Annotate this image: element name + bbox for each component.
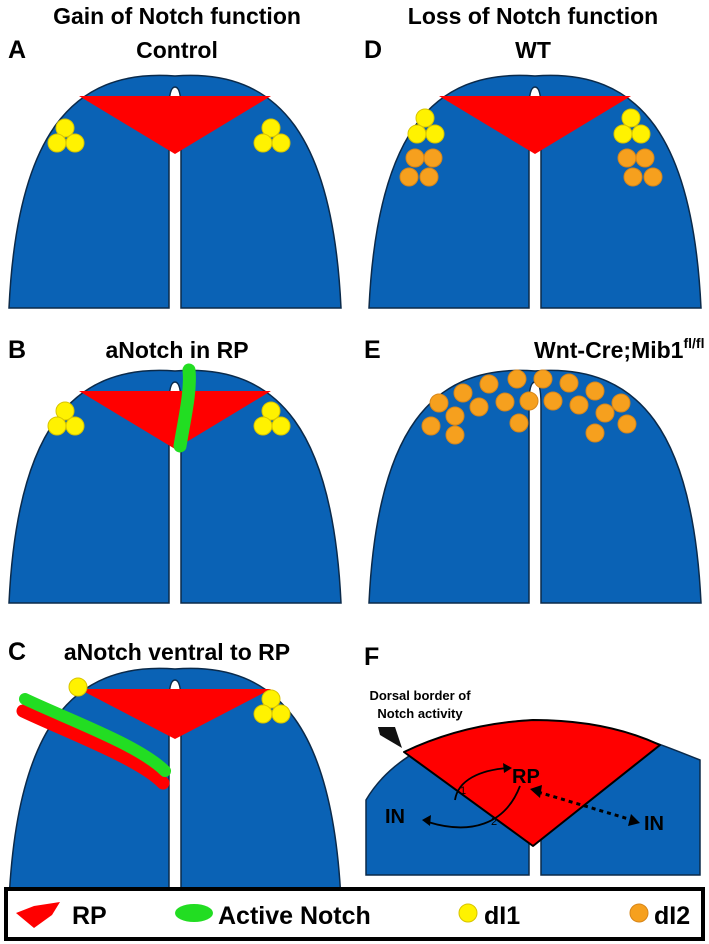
pointer-arrowhead-icon xyxy=(378,727,402,748)
node-in-left: IN xyxy=(385,806,405,828)
panel-title-b: aNotch in RP xyxy=(105,337,248,363)
legend-rp-label: RP xyxy=(72,902,107,930)
panel-a: A Control xyxy=(8,36,342,309)
di2-cells-arc xyxy=(421,369,637,445)
legend: RP Active Notch dI1 dI2 xyxy=(4,887,705,941)
di1-cells-right xyxy=(253,689,291,724)
legend-di2-icon xyxy=(629,903,649,923)
di2-cells-left xyxy=(399,148,443,187)
panel-title-d: WT xyxy=(515,37,551,63)
active-notch-band xyxy=(19,693,171,777)
ventral-red-band xyxy=(16,704,170,790)
legend-di1-icon xyxy=(458,903,478,923)
panel-title-e-main: Wnt-Cre;Mib1 xyxy=(534,337,684,363)
node-rp: RP xyxy=(512,766,540,788)
panel-f: F Dorsal border of Notch activity 1 2 RP… xyxy=(364,643,701,876)
panel-letter-f: F xyxy=(364,643,379,671)
roof-plate xyxy=(439,96,631,154)
panel-d: D WT xyxy=(364,36,702,309)
di1-cells-right xyxy=(253,401,291,436)
active-notch-band xyxy=(173,363,196,453)
di1-cells-right xyxy=(253,118,291,153)
legend-di1-label: dI1 xyxy=(484,902,520,930)
dotted-arrow-head-left-icon xyxy=(530,785,542,798)
panel-letter-d: D xyxy=(364,36,382,64)
di1-cells-right xyxy=(613,108,651,144)
arrow-1-label: 1 xyxy=(460,785,466,797)
roof-plate xyxy=(79,96,271,154)
panel-letter-b: B xyxy=(8,336,26,364)
di1-cells-left xyxy=(407,108,445,144)
legend-di2-label: dI2 xyxy=(654,902,690,930)
header-loss-of-function: Loss of Notch function xyxy=(408,3,658,29)
di2-cells-right xyxy=(617,148,663,187)
legend-active-notch-label: Active Notch xyxy=(218,902,371,930)
header-gain-of-function: Gain of Notch function xyxy=(53,3,301,29)
arrow-2-label: 2 xyxy=(491,816,497,828)
panel-title-e: Wnt-Cre;Mib1fl/fl xyxy=(534,335,704,363)
annotation-dorsal-border-line1: Dorsal border of xyxy=(369,688,471,703)
panel-letter-a: A xyxy=(8,36,26,64)
panel-letter-e: E xyxy=(364,336,381,364)
roof-plate-closeup xyxy=(403,719,661,847)
panel-title-e-superscript: fl/fl xyxy=(683,335,704,351)
node-in-right: IN xyxy=(644,813,664,835)
arrow-1 xyxy=(454,767,509,801)
di1-cells-left xyxy=(47,118,85,153)
panel-c: C aNotch ventral to RP xyxy=(8,638,342,902)
arrow-1-head-icon xyxy=(503,763,512,773)
panel-title-c: aNotch ventral to RP xyxy=(64,639,290,665)
roof-plate xyxy=(79,391,271,449)
legend-active-notch-icon xyxy=(175,904,213,922)
arrow-2 xyxy=(427,785,521,829)
arrow-2-head-icon xyxy=(422,815,431,826)
panel-e: E Wnt-Cre;Mib1fl/fl xyxy=(364,335,704,604)
panel-letter-c: C xyxy=(8,638,26,666)
legend-rp-icon xyxy=(16,902,60,928)
di1-cell-left xyxy=(68,677,88,697)
annotation-dorsal-border-line2: Notch activity xyxy=(377,706,463,721)
dotted-arrow-head-right-icon xyxy=(628,814,640,826)
panel-title-a: Control xyxy=(136,37,218,63)
panel-b: B aNotch in RP xyxy=(8,336,342,604)
legend-box xyxy=(4,887,705,941)
roof-plate xyxy=(79,689,271,739)
di1-cells-left xyxy=(47,401,85,436)
dotted-arrow xyxy=(537,790,633,822)
